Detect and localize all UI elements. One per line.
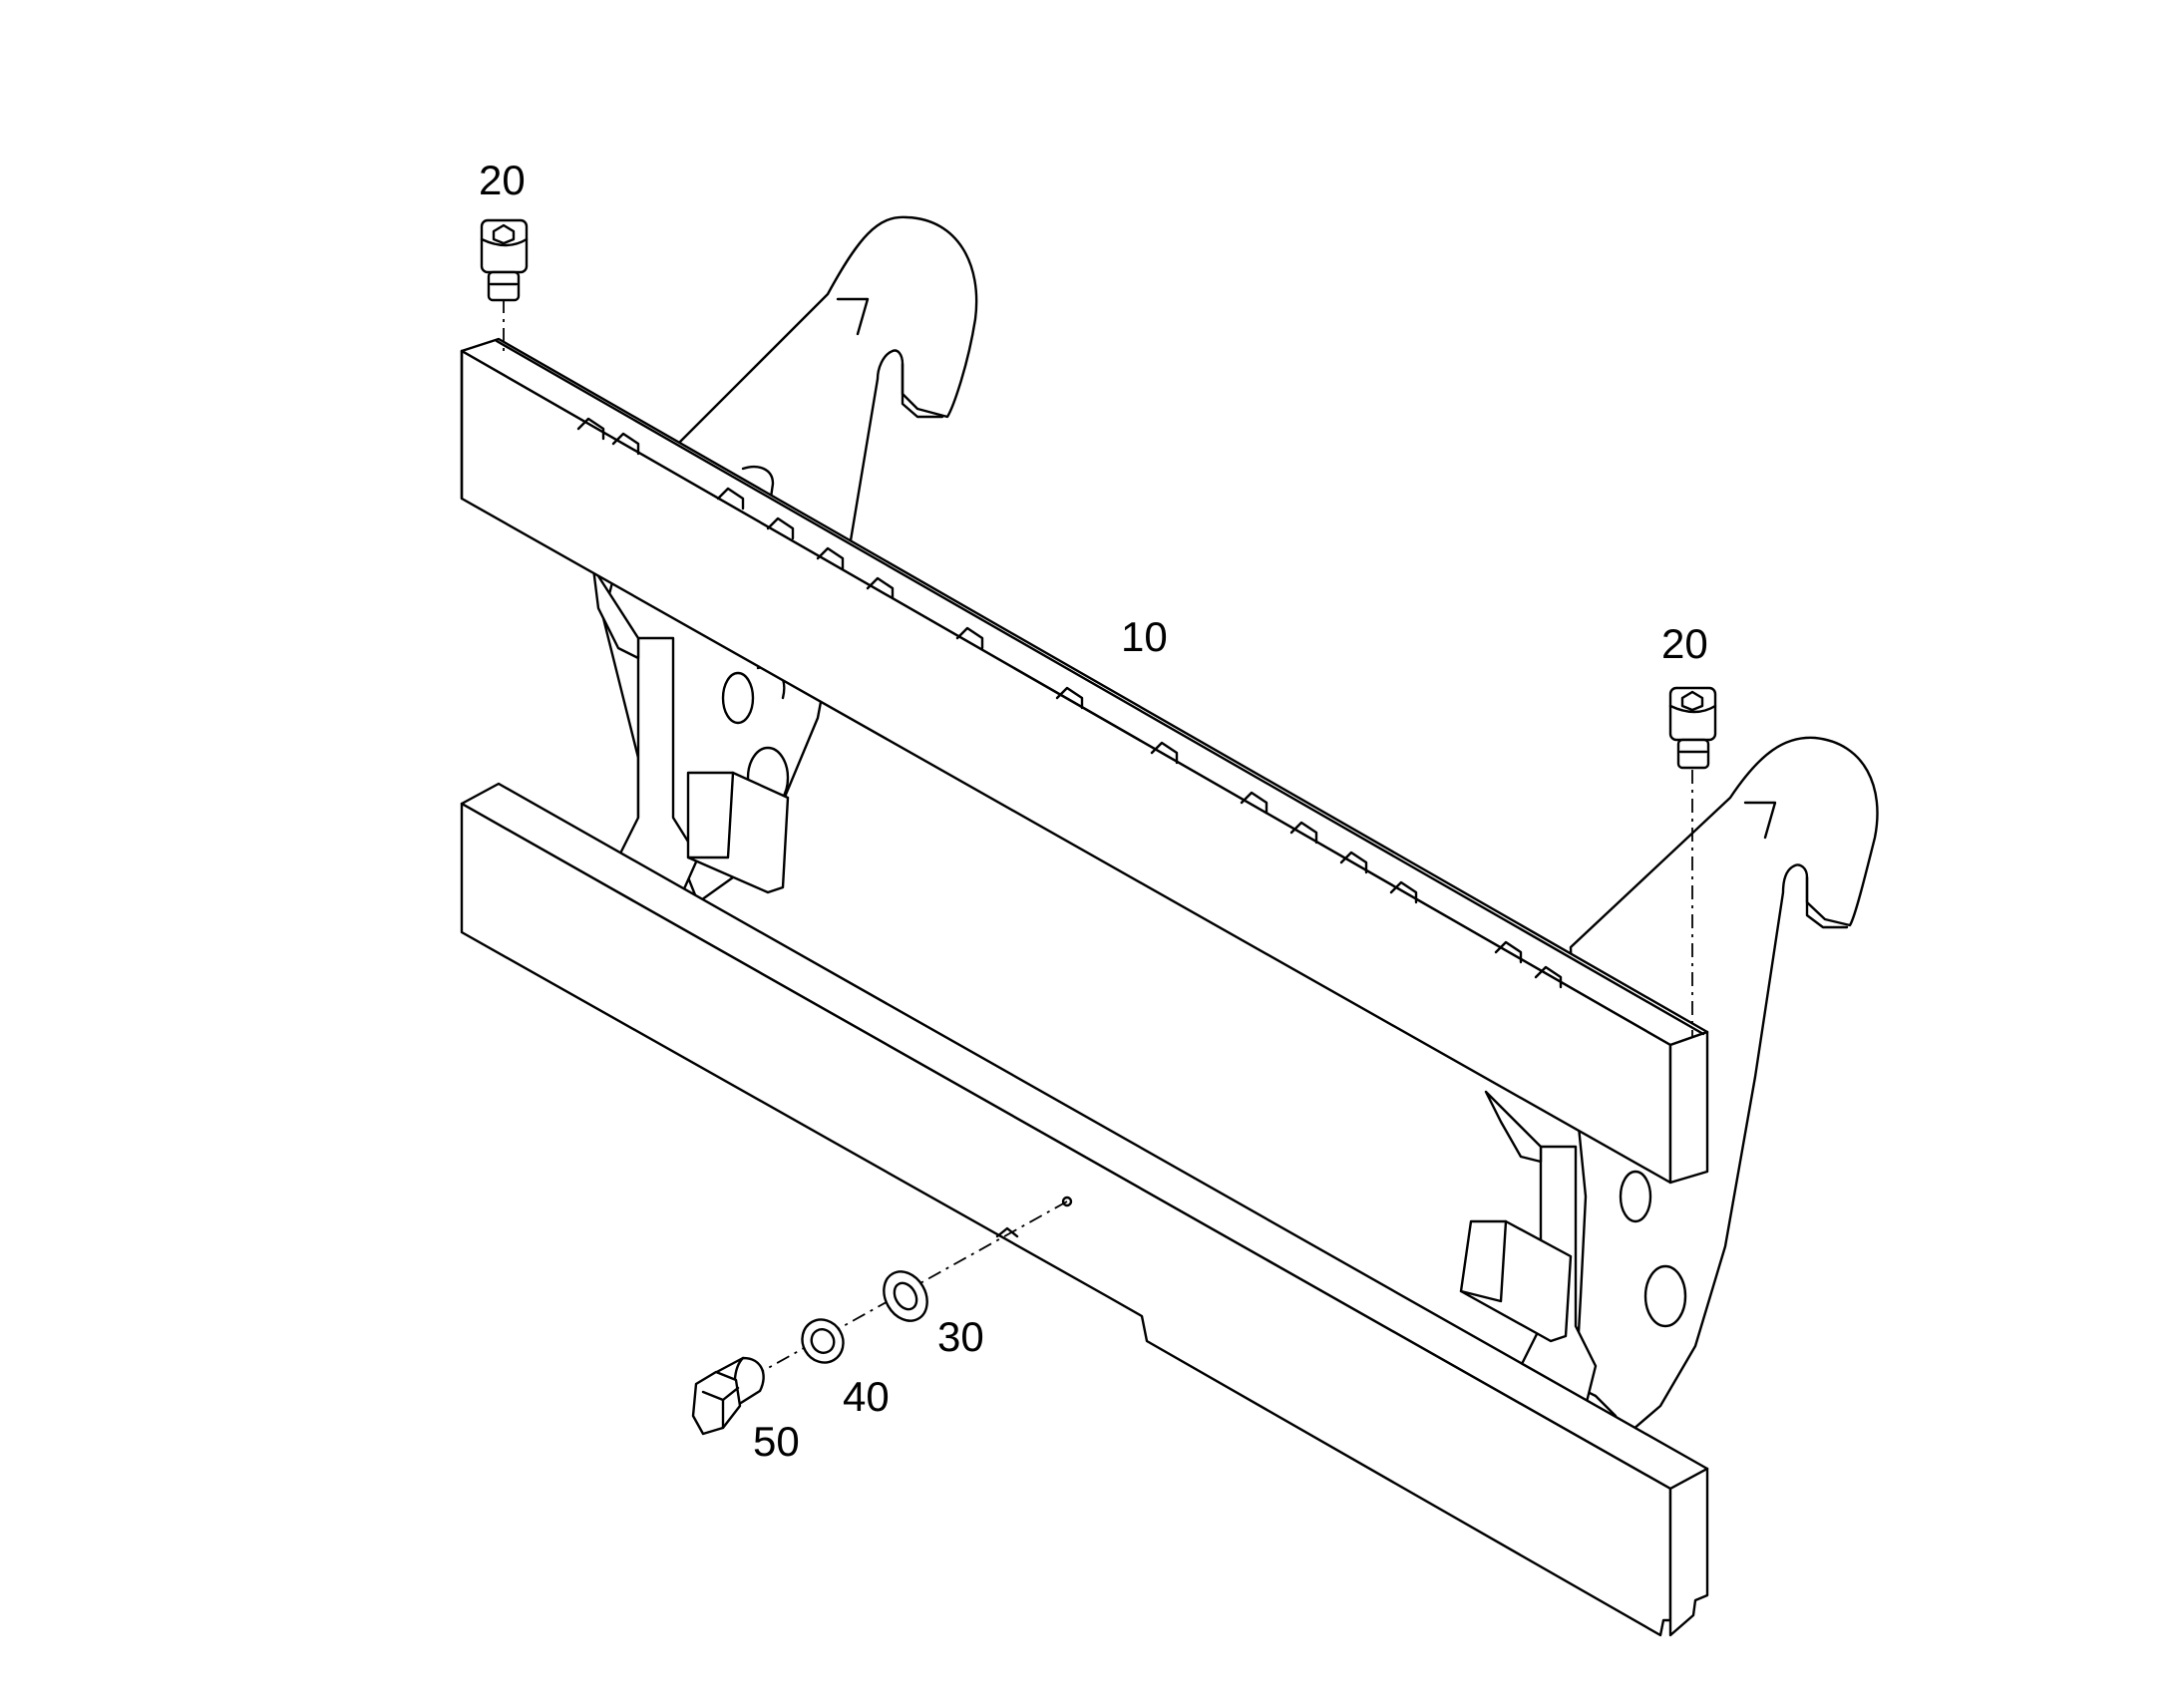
callout-30: 30 — [937, 1313, 984, 1360]
left-support-bracket — [591, 566, 790, 904]
callout-10: 10 — [1121, 613, 1168, 660]
callout-20-left: 20 — [479, 157, 526, 203]
cap-screw-right — [1668, 686, 1717, 1037]
washer-30 — [883, 1270, 928, 1322]
right-hook-plate — [1569, 736, 1879, 1438]
callout-20-right: 20 — [1661, 620, 1708, 667]
cap-screw-left — [480, 218, 529, 351]
bottom-bar — [460, 782, 1709, 1637]
callout-40: 40 — [843, 1373, 890, 1420]
bolt-assembly — [691, 1196, 1073, 1436]
hex-bolt-50 — [691, 1356, 765, 1436]
lock-washer-40 — [801, 1318, 845, 1364]
callout-50: 50 — [753, 1418, 800, 1465]
top-bar — [460, 337, 1709, 1185]
top-bar-teeth — [576, 417, 1563, 989]
